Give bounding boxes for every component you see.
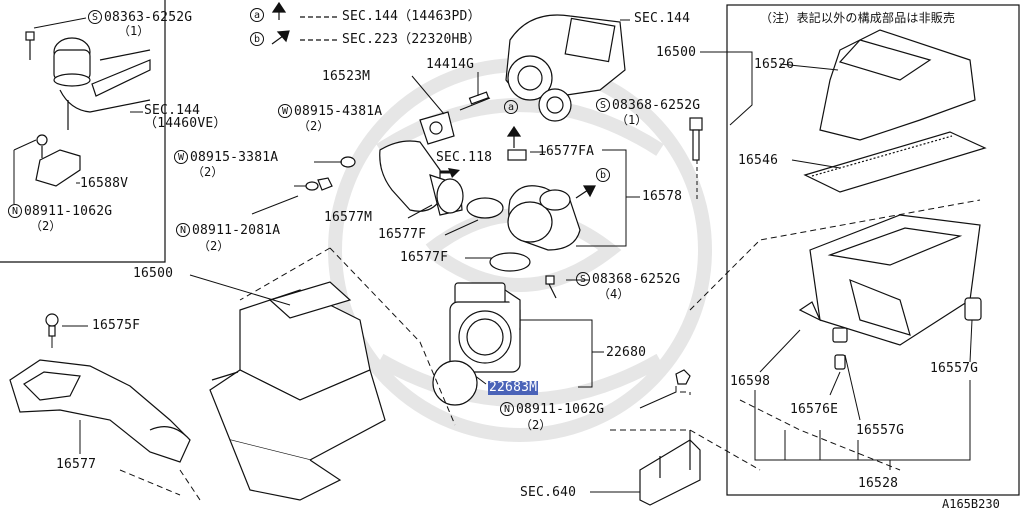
part-08368-6252G-mid[interactable]: 08368-6252G [592,272,681,287]
marker-b-icon-2: b [596,168,610,182]
bracket-drawing [639,430,701,506]
part-16588V[interactable]: 16588V [80,176,129,191]
legend-sec223[interactable]: SEC.223（22320HB） [342,32,481,47]
part-08915-3381A[interactable]: 08915-3381A [190,150,279,165]
air-cleaner-left-drawing [209,281,386,501]
legend-arrows [271,1,340,45]
grommet-drawing [798,297,982,370]
part-16577[interactable]: 16577 [56,457,97,472]
qty-08911-left: （2） [30,219,62,233]
qty-08915-4381A: （2） [298,119,330,133]
diagram-id: A165B230 [942,497,1000,511]
w-prefix-icon-2: W [174,150,188,164]
part-16578[interactable]: 16578 [642,189,683,204]
qty-08911-2081A: （2） [198,239,230,253]
part-16526[interactable]: 16526 [754,57,795,72]
air-duct-16577-drawing [9,359,191,463]
s-prefix-icon-2: S [576,272,590,286]
qty-08915-3381A: （2） [192,165,224,179]
part-14414G[interactable]: 14414G [426,57,475,72]
part-16528[interactable]: 16528 [858,476,899,491]
intake-pipe-16577M [379,140,464,216]
n-prefix-icon-3: N [500,402,514,416]
part-16575F[interactable]: 16575F [92,318,141,333]
part-16546[interactable]: 16546 [738,153,779,168]
note-not-sold-separately: （注）表記以外の構成部品は非販売 [760,11,956,25]
marker-arrows-center [506,125,596,199]
right-leaders [700,51,973,470]
gasket-drawing [419,91,491,145]
turbocharger-drawing [505,14,626,122]
sec144-top-ref[interactable]: SEC.144 [634,11,691,26]
clip-16575F [45,313,59,337]
air-cleaner-case-drawing [809,214,981,346]
sec144-left-ref[interactable]: SEC.144 [144,103,201,118]
sec118-ref[interactable]: SEC.118 [436,150,493,165]
n-prefix-icon: N [8,204,22,218]
part-16500-left[interactable]: 16500 [133,266,174,281]
marker-b-icon: b [250,32,264,46]
n-prefix-icon-2: N [176,223,190,237]
part-16557G-bottom[interactable]: 16557G [856,423,905,438]
part-16500-right[interactable]: 16500 [656,45,697,60]
part-16523M[interactable]: 16523M [322,69,371,84]
nut-drawing [675,369,691,385]
qty-08368-mid: （4） [598,287,630,301]
gasket-22683M-drawing [432,360,478,406]
qty-08368-top: （1） [616,113,648,127]
sec640-ref[interactable]: SEC.640 [520,485,577,500]
marker-a-icon: a [250,8,264,22]
bottom-leaders [590,386,677,493]
part-16576E[interactable]: 16576E [790,402,839,417]
part-22683M[interactable]: 22683M [488,380,539,395]
air-cleaner-cover-drawing [819,29,976,141]
w-prefix-icon: W [278,104,292,118]
part-08911-1062G-left[interactable]: 08911-1062G [24,204,113,219]
part-16557G-right[interactable]: 16557G [930,361,979,376]
part-08363-6252G[interactable]: 08363-6252G [104,10,193,25]
qty-08363: （1） [118,24,150,38]
bolt-drawing [689,117,703,161]
right-kit-frame [726,4,1020,496]
part-08915-4381A[interactable]: 08915-4381A [294,104,383,119]
part-16577F[interactable]: 16577F [378,227,427,242]
center-leaders [251,72,496,259]
legend-sec144[interactable]: SEC.144（14463PD） [342,9,481,24]
part-22680[interactable]: 22680 [606,345,647,360]
part-08368-6252G-top[interactable]: 08368-6252G [612,98,701,113]
inset-frame [0,0,166,263]
inset-leaders [13,17,143,204]
wastegate-actuator-drawing [25,31,151,187]
hose-16578 [466,149,581,272]
part-08911-2081A[interactable]: 08911-2081A [192,223,281,238]
part-16598[interactable]: 16598 [730,374,771,389]
filter-element-drawing [803,131,987,193]
part-08911-1062G-bottom[interactable]: 08911-1062G [516,402,605,417]
part-16577M[interactable]: 16577M [324,210,373,225]
marker-a-icon-2: a [504,100,518,114]
s-prefix-icon-3: S [596,98,610,112]
sec144-left-sub: （14460VE） [144,116,227,131]
qty-08911-bottom: （2） [520,418,552,432]
s-prefix-icon: S [88,10,102,24]
part-16577F-2[interactable]: 16577F [400,250,449,265]
part-16577FA[interactable]: 16577FA [538,144,595,159]
